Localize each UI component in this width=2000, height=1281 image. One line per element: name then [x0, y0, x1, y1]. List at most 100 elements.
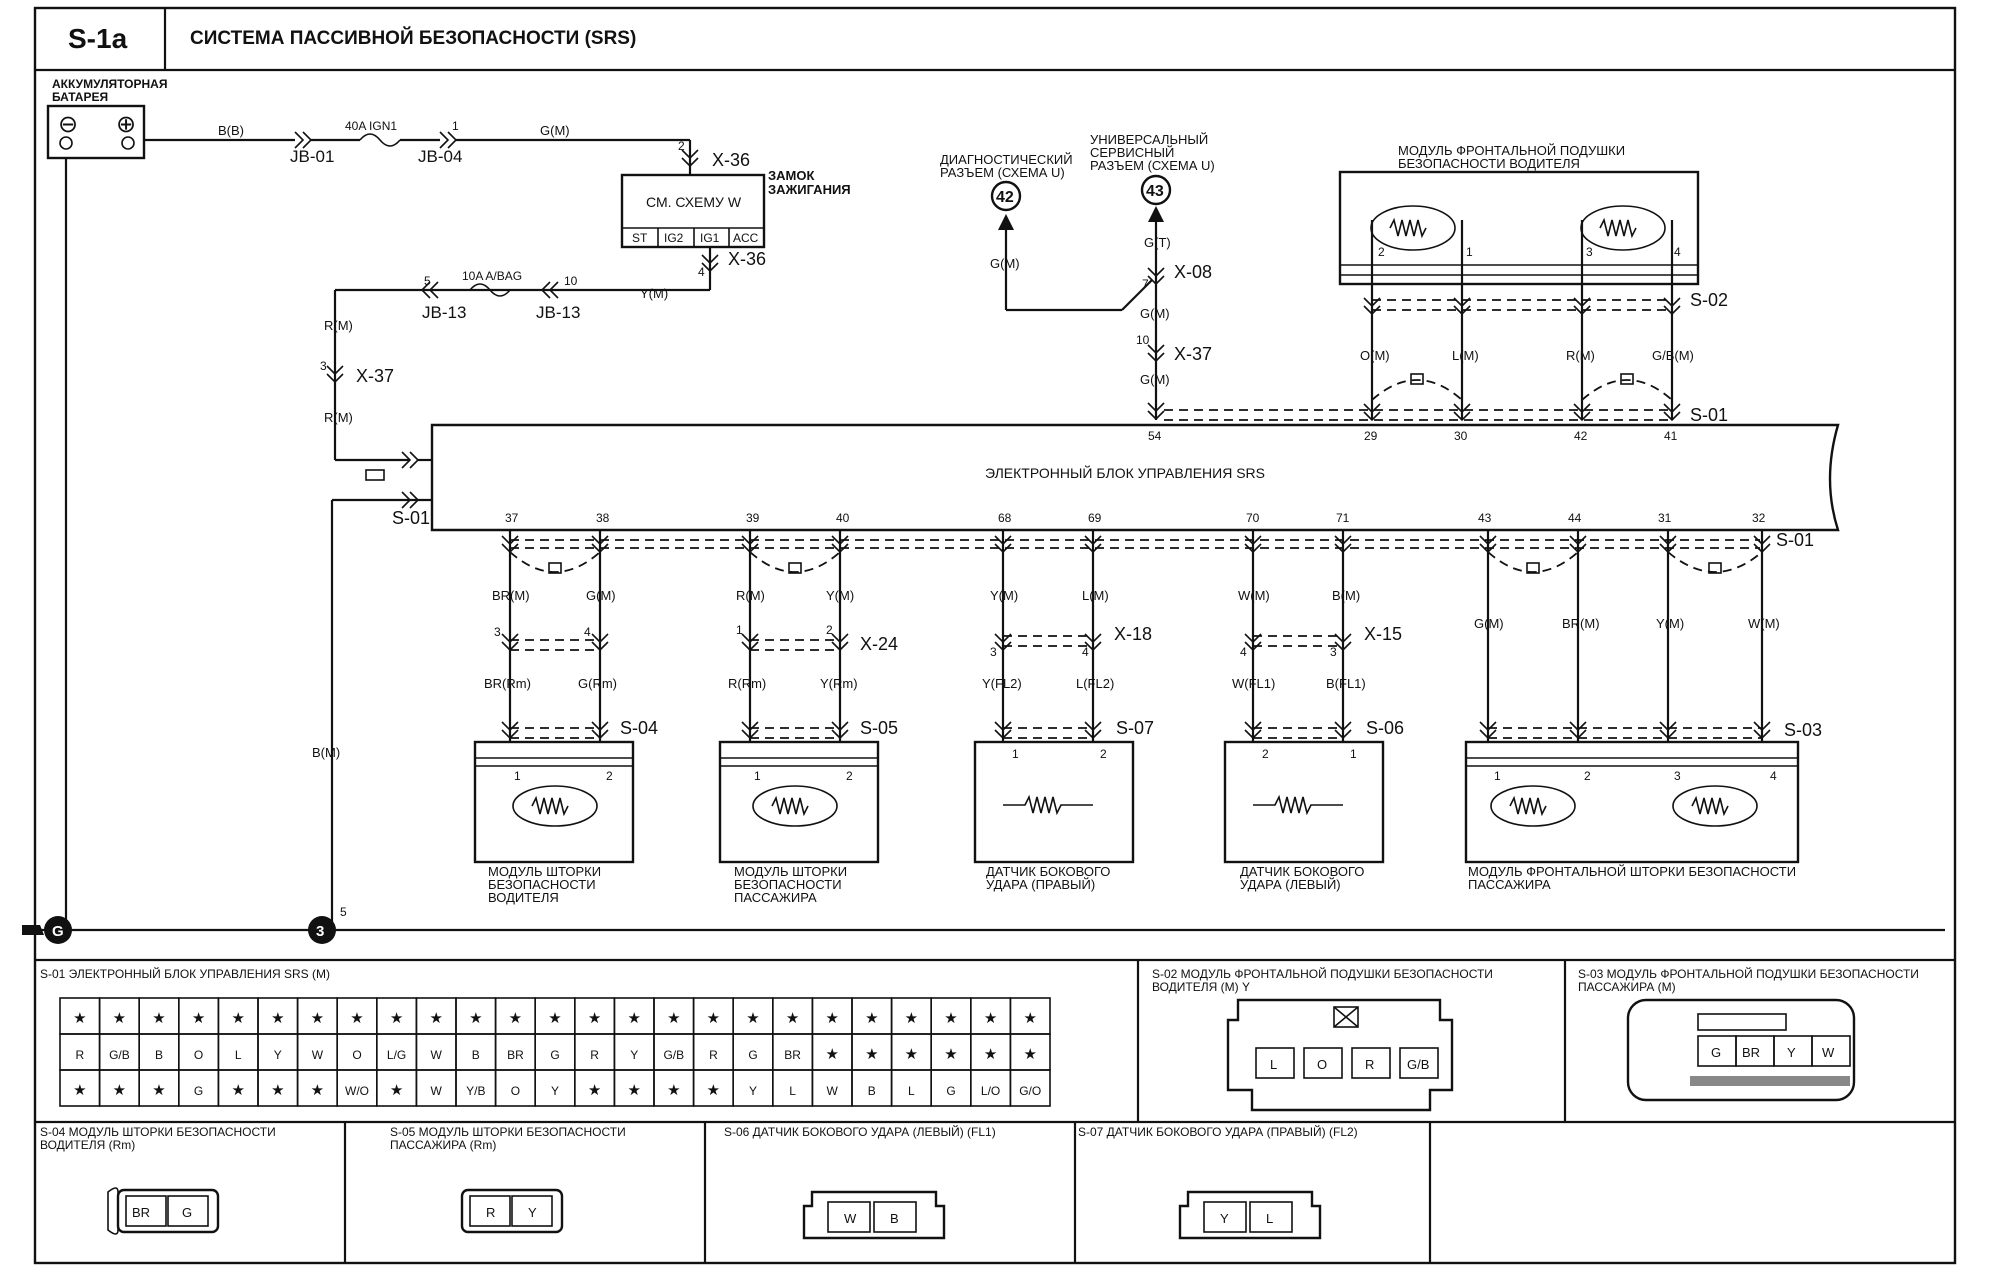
s03-legend-title-2: ПАССАЖИРА (M)	[1578, 980, 1676, 994]
s01-cell-label: ★	[152, 1010, 165, 1027]
fuse-10a: 10A A/BAG	[462, 269, 522, 283]
pf-w1: G(M)	[1474, 616, 1504, 631]
b4-cap2: УДАРА (ЛЕВЫЙ)	[1240, 877, 1341, 892]
s01-cell-label: ★	[350, 1010, 363, 1027]
s01-cell-label: W	[827, 1084, 839, 1098]
ign-pin-4: 4	[698, 265, 705, 279]
s03-cell-2: BR	[1742, 1045, 1760, 1060]
x36-bot: X-36	[728, 249, 766, 269]
univ-label-3: РАЗЪЕМ (СХЕМА U)	[1090, 158, 1215, 173]
pf-w3: Y(M)	[1656, 616, 1684, 631]
ecu-pin-37: 37	[505, 511, 519, 525]
s01-cell-label: ★	[984, 1046, 997, 1063]
b3-w2: L(M)	[1082, 588, 1109, 603]
s04-cell-2: G	[182, 1205, 192, 1220]
b2-p2: 2	[826, 623, 833, 637]
jb-13-right: JB-13	[536, 303, 580, 322]
b3-w1: Y(M)	[990, 588, 1018, 603]
s04-cell-1: BR	[132, 1205, 150, 1220]
b3-mp1: 1	[1012, 747, 1019, 761]
s01-cell-label: G	[748, 1048, 757, 1062]
b4-cap1: ДАТЧИК БОКОВОГО	[1240, 864, 1364, 879]
s02-cell-3: R	[1365, 1057, 1374, 1072]
s01-cell-label: O	[194, 1048, 203, 1062]
s01-cell-label: ★	[429, 1010, 442, 1027]
ecu-pin-40: 40	[836, 511, 850, 525]
diag-label-2: РАЗЪЕМ (СХЕМА U)	[940, 165, 1065, 180]
s03: S-03	[1784, 720, 1822, 740]
b3-cap2: УДАРА (ПРАВЫЙ)	[986, 877, 1095, 892]
driver-curtain-module	[473, 740, 635, 864]
diag-connector	[990, 180, 1022, 212]
x08: X-08	[1174, 262, 1212, 282]
b3-mp2: 2	[1100, 747, 1107, 761]
b4-mp1: 2	[1262, 747, 1269, 761]
b1-mp2: 2	[606, 769, 613, 783]
ecu-pin-41: 41	[1664, 429, 1678, 443]
b2-cap3: ПАССАЖИРА	[734, 890, 817, 905]
b2-w3: R(Rm)	[728, 676, 766, 691]
s01-cell-label: B	[155, 1048, 163, 1062]
wire-rm2: R(M)	[324, 410, 353, 425]
s07: S-07	[1116, 718, 1154, 738]
driver-airbag-module	[1338, 170, 1700, 286]
s01-cell-label: W	[312, 1048, 324, 1062]
pf-p2: 2	[1584, 769, 1591, 783]
s01-cell-label: ★	[588, 1082, 601, 1099]
ignition-label-2: ЗАЖИГАНИЯ	[768, 182, 851, 197]
s01-cell-label: ★	[825, 1046, 838, 1063]
page-code: S-1a	[68, 23, 128, 54]
pf-p3: 3	[1674, 769, 1681, 783]
ecu-pin-44: 44	[1568, 511, 1582, 525]
ecu-pin-43: 43	[1478, 511, 1492, 525]
s01-cell-label: L/G	[387, 1048, 406, 1062]
s01-bottom: S-01	[1776, 530, 1814, 550]
s02-cells: L O R G/B	[1255, 1047, 1439, 1079]
s01-cell-label: ★	[231, 1010, 244, 1027]
ecu-pin-70: 70	[1246, 511, 1260, 525]
s01-cell-label: G/B	[109, 1048, 130, 1062]
s01-cell-label: ★	[984, 1010, 997, 1027]
s01-cell-label: ★	[509, 1010, 522, 1027]
wire-gm: G(M)	[540, 123, 570, 138]
s05-legend-title: S-05 МОДУЛЬ ШТОРКИ БЕЗОПАСНОСТИ	[390, 1125, 626, 1139]
b3-w3: Y(FL2)	[982, 676, 1022, 691]
s01-cell-label: ★	[271, 1082, 284, 1099]
x36-top: X-36	[712, 150, 750, 170]
b1-w2: G(M)	[586, 588, 616, 603]
s01-legend-title: S-01 ЭЛЕКТРОННЫЙ БЛОК УПРАВЛЕНИЯ SRS (M)	[40, 966, 330, 981]
ecu-pin-29: 29	[1364, 429, 1378, 443]
fuse2-pin10: 10	[564, 274, 578, 288]
x37-left: X-37	[356, 366, 394, 386]
s01-cell-label: ★	[707, 1082, 720, 1099]
jb-13-left: JB-13	[422, 303, 466, 322]
diag-num: 42	[996, 189, 1014, 206]
b4-p1: 4	[1240, 645, 1247, 659]
battery-pos-icon: ⊕	[116, 111, 136, 138]
s02: S-02	[1690, 290, 1728, 310]
jb-01: JB-01	[290, 147, 334, 166]
s01-cell-label: Y	[630, 1048, 638, 1062]
s01-cell-label: ★	[1023, 1046, 1036, 1063]
s01-cell-label: ★	[667, 1010, 680, 1027]
b3-p1: 3	[990, 645, 997, 659]
ecu-pin-54: 54	[1148, 429, 1162, 443]
s01-cell-label: ★	[825, 1010, 838, 1027]
s01-cell-label: G/O	[1019, 1084, 1041, 1098]
s02-legend-title-2: ВОДИТЕЛЯ (M) Y	[1152, 980, 1250, 994]
b2-w1: R(M)	[736, 588, 765, 603]
s01-cell-label: W	[431, 1048, 443, 1062]
s01-cell-label: ★	[786, 1010, 799, 1027]
drv-pin-1: 1	[1466, 245, 1473, 259]
pf-w2: BR(M)	[1562, 616, 1600, 631]
b2-mp1: 1	[754, 769, 761, 783]
s01-cell-label: ★	[707, 1010, 720, 1027]
s01-cell-label: R	[709, 1048, 718, 1062]
s01-cell-label: ★	[113, 1082, 126, 1099]
univ-num: 43	[1146, 183, 1164, 200]
s01-cell	[1009, 1069, 1051, 1107]
ecu-name: ЭЛЕКТРОННЫЙ БЛОК УПРАВЛЕНИЯ SRS	[985, 464, 1265, 481]
s01-cell-label: O	[511, 1084, 520, 1098]
wire-rm1: R(M)	[324, 318, 353, 333]
b4-w1: W(M)	[1238, 588, 1270, 603]
